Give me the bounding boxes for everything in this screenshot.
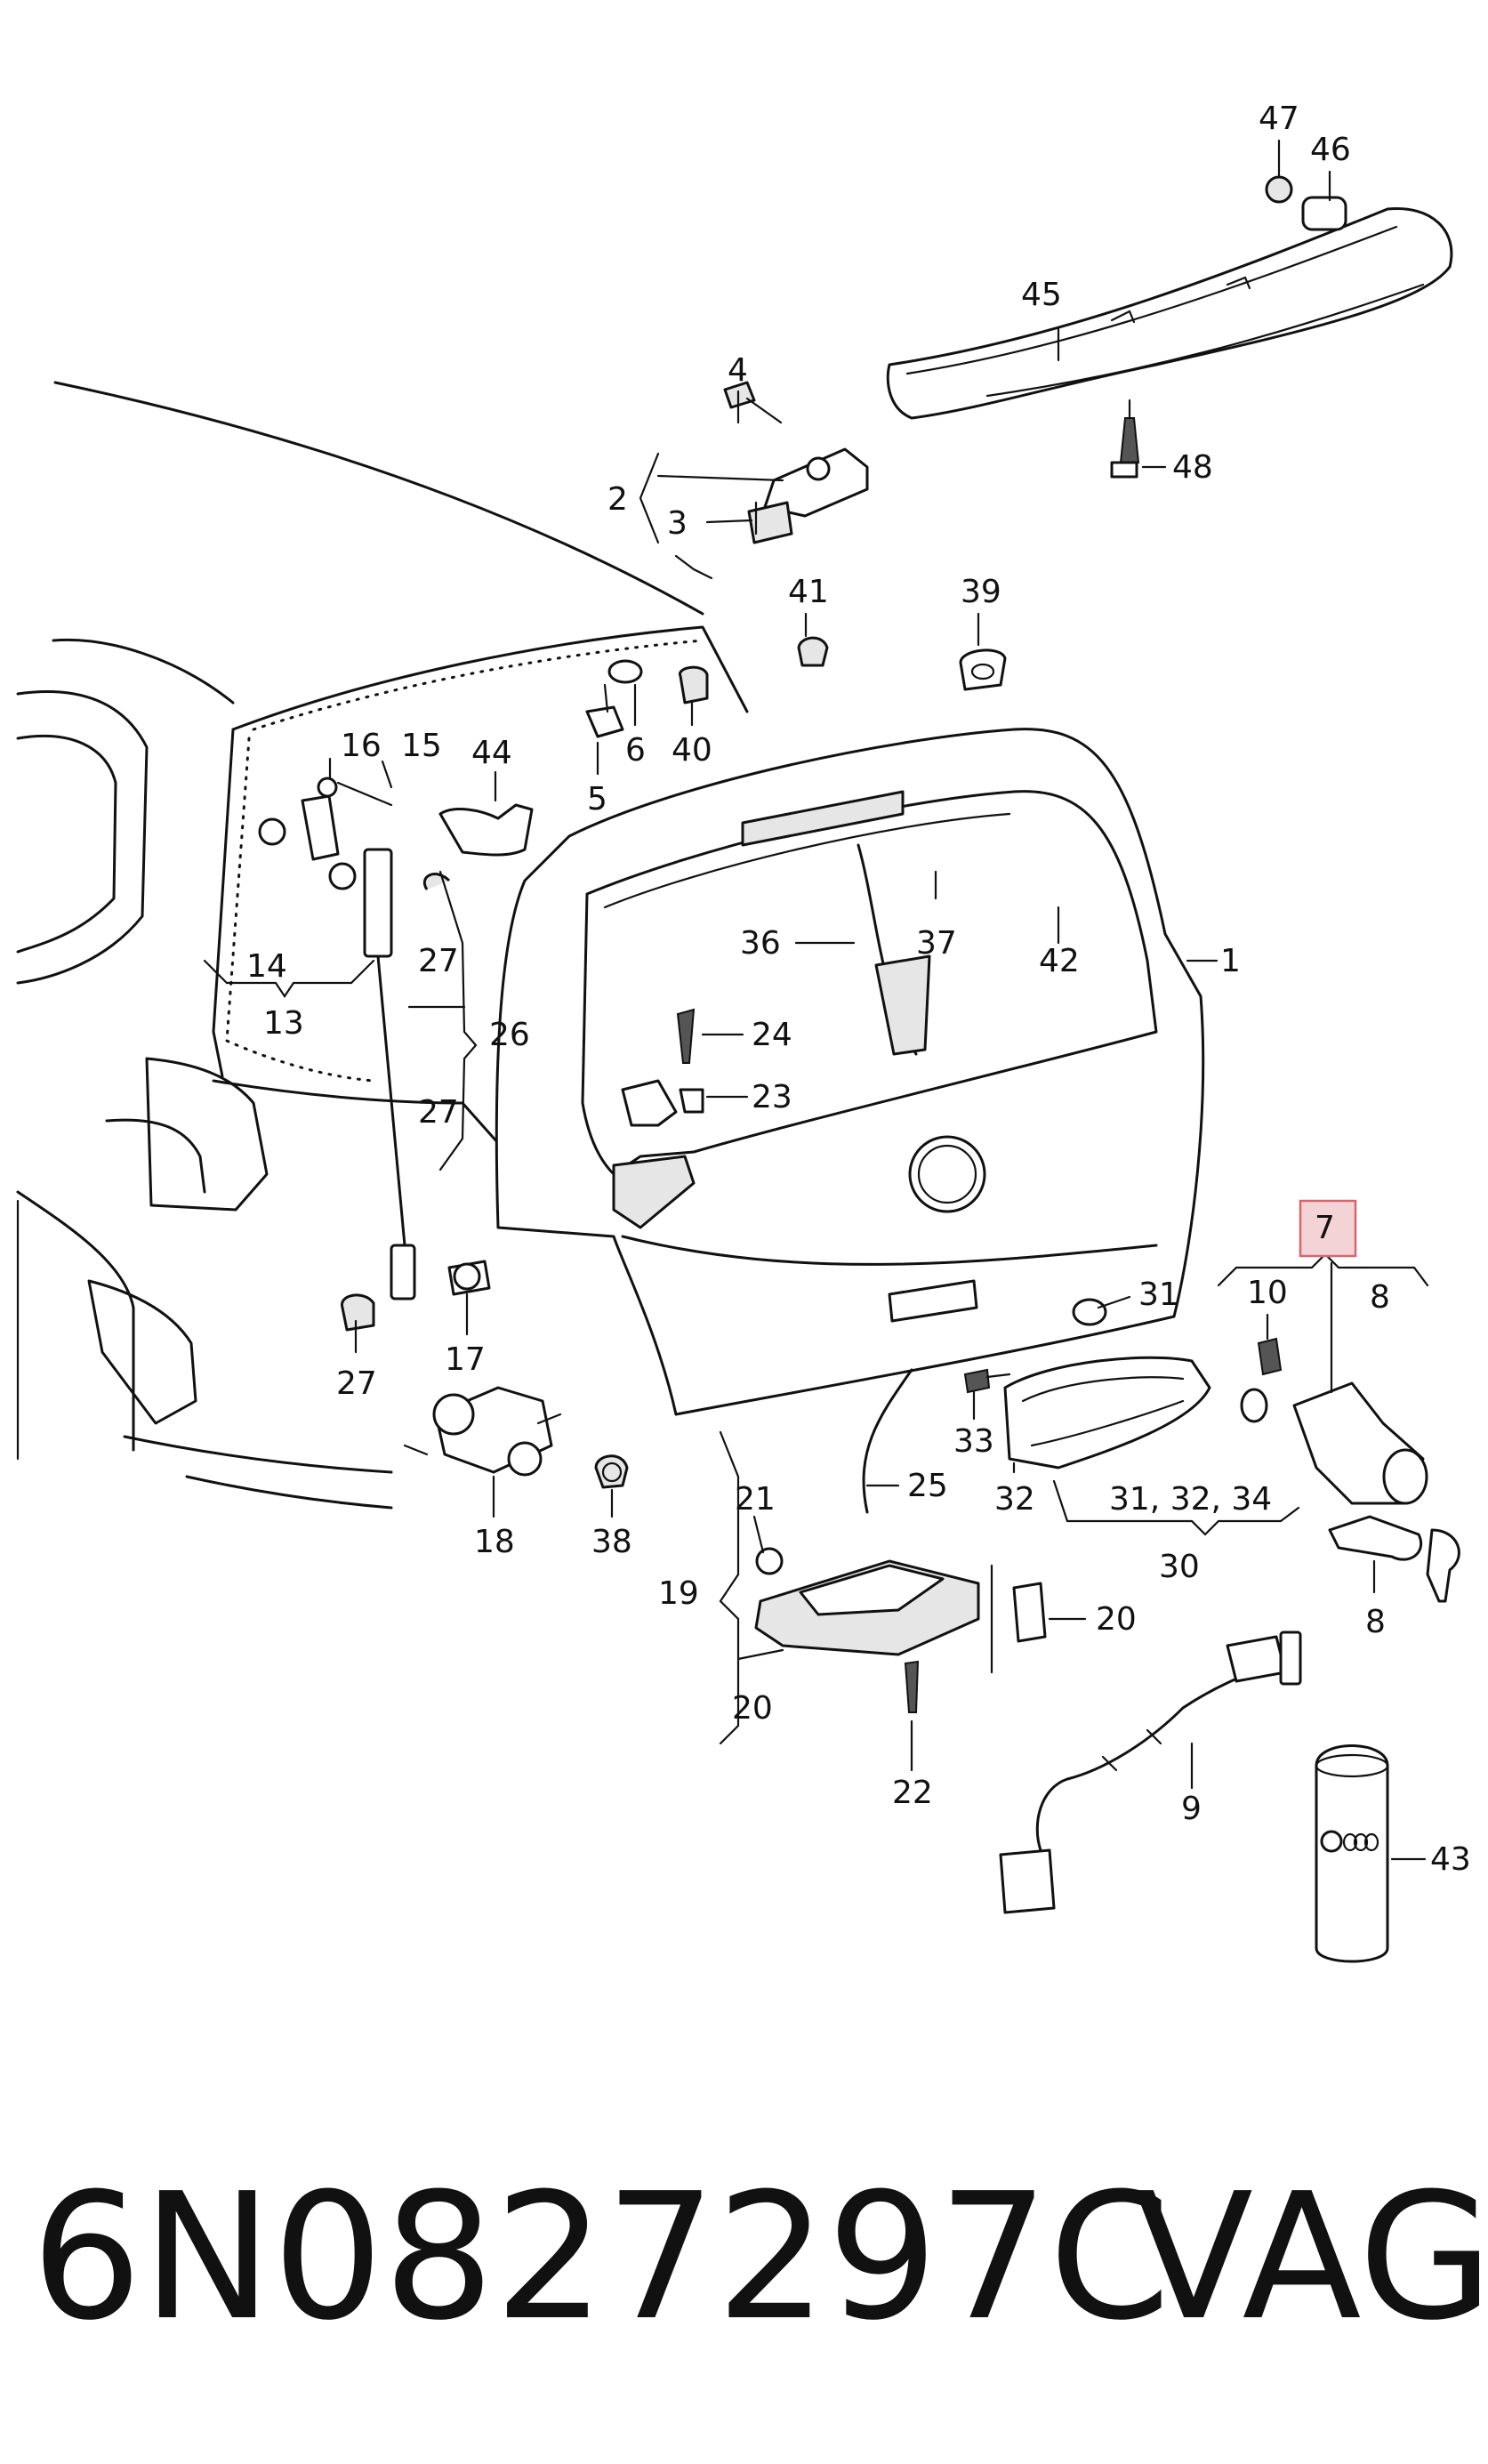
callout-1: 1 xyxy=(1220,943,1241,979)
callout-46: 46 xyxy=(1310,132,1351,168)
callout-30: 30 xyxy=(1159,1549,1200,1585)
callout-8-bottom: 8 xyxy=(1365,1604,1386,1640)
callout-39: 39 xyxy=(961,574,1001,610)
callout-16: 16 xyxy=(341,728,382,764)
highlight-box-7 xyxy=(1299,1199,1357,1258)
callout-37: 37 xyxy=(916,925,957,962)
rear-spoiler xyxy=(886,175,1453,479)
callout-7: 7 xyxy=(1315,1210,1335,1246)
spray-can-43 xyxy=(1315,1744,1389,1963)
callout-22: 22 xyxy=(892,1775,933,1811)
callout-6: 6 xyxy=(625,732,646,769)
lock-unit xyxy=(754,1547,1047,1713)
callout-8-top: 8 xyxy=(1370,1279,1390,1316)
callout-33: 33 xyxy=(953,1423,994,1460)
tailgate xyxy=(495,728,1205,1416)
callout-2: 2 xyxy=(607,481,628,518)
handle-assembly xyxy=(862,1298,1211,1514)
callout-9: 9 xyxy=(1181,1791,1202,1827)
callout-47: 47 xyxy=(1259,101,1299,137)
callout-48: 48 xyxy=(1172,449,1213,486)
callout-27-mid: 27 xyxy=(418,1094,459,1131)
gas-strut xyxy=(258,777,534,1332)
callout-19: 19 xyxy=(658,1575,699,1612)
callout-26: 26 xyxy=(489,1017,530,1053)
callout-13: 13 xyxy=(263,1005,304,1042)
lock-cylinder xyxy=(1240,1337,1460,1603)
callout-45: 45 xyxy=(1021,277,1062,313)
callout-31-32-34: 31, 32, 34 xyxy=(1109,1481,1272,1518)
callout-21: 21 xyxy=(735,1481,776,1518)
brand-label: VAG xyxy=(1134,2156,1488,2359)
callout-20-left: 20 xyxy=(732,1690,773,1727)
callout-20-right: 20 xyxy=(1096,1601,1137,1638)
wiring-harness xyxy=(999,1631,1302,1914)
callout-4: 4 xyxy=(728,352,748,389)
callout-27-low: 27 xyxy=(336,1365,377,1402)
callout-18: 18 xyxy=(474,1524,515,1560)
lock-actuator xyxy=(403,1260,562,1477)
callout-31: 31 xyxy=(1138,1276,1179,1313)
callout-36: 36 xyxy=(740,925,781,962)
hinge-assembly xyxy=(723,381,869,544)
buffer-38 xyxy=(594,1454,629,1489)
callout-labels: 1 2 3 4 5 6 7 8 8 9 10 13 14 15 16 17 18… xyxy=(246,101,1471,1878)
callout-43: 43 xyxy=(1430,1841,1471,1878)
callout-3: 3 xyxy=(667,505,688,542)
callout-32: 32 xyxy=(994,1481,1035,1518)
callout-14: 14 xyxy=(246,948,287,985)
small-fasteners xyxy=(585,636,1007,738)
callout-41: 41 xyxy=(788,574,829,610)
leader-lines xyxy=(203,139,1429,1861)
callout-23: 23 xyxy=(752,1079,792,1115)
callout-27-top: 27 xyxy=(418,943,459,979)
callout-42: 42 xyxy=(1039,943,1080,979)
callout-40: 40 xyxy=(672,732,712,769)
part-number: 6N0827297C xyxy=(31,2156,1170,2359)
callout-38: 38 xyxy=(591,1524,632,1560)
car-body xyxy=(16,381,749,1510)
striker-23-24 xyxy=(621,1008,704,1127)
callout-24: 24 xyxy=(752,1017,792,1053)
callout-17: 17 xyxy=(445,1341,486,1378)
callout-5: 5 xyxy=(587,781,607,817)
callout-10: 10 xyxy=(1247,1275,1288,1311)
callout-25: 25 xyxy=(907,1468,948,1504)
callout-44: 44 xyxy=(471,735,512,771)
callout-15: 15 xyxy=(401,728,442,764)
